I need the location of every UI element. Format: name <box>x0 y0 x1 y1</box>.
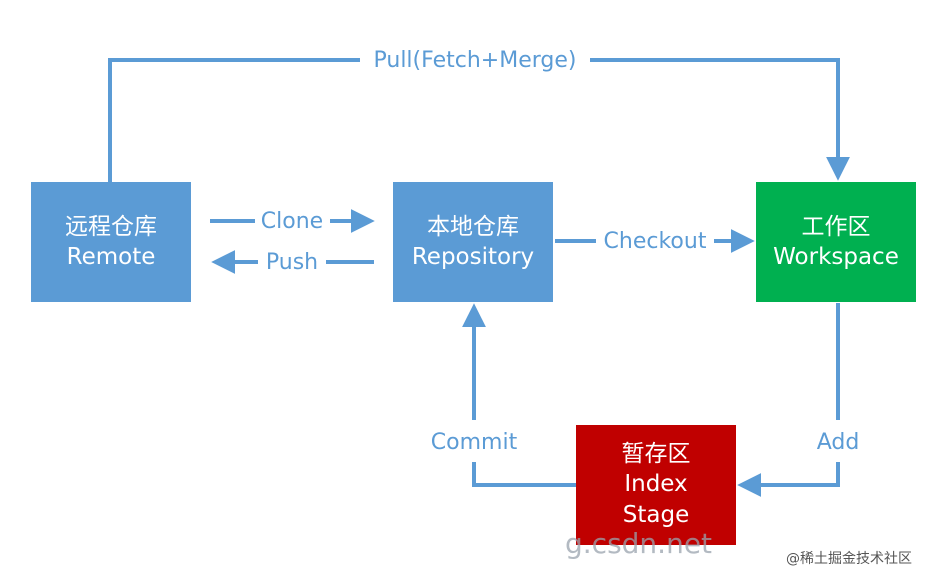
checkout-label: Checkout <box>604 229 707 254</box>
watermark-badge: @稀土掘金技术社区 <box>786 551 912 567</box>
workspace-title-cn: 工作区 <box>802 214 871 240</box>
index-title-cn: 暂存区 <box>622 441 691 467</box>
commit-label: Commit <box>431 430 518 455</box>
add-arrow <box>742 303 840 485</box>
repository-title-cn: 本地仓库 <box>427 214 519 240</box>
pull-label: Pull(Fetch+Merge) <box>374 48 577 73</box>
index-title-en: Index <box>624 471 687 497</box>
workspace-title-en: Workspace <box>773 244 899 270</box>
workspace-node: 工作区 Workspace <box>756 182 916 302</box>
watermark-main: g.csdn.net <box>565 527 712 560</box>
clone-label: Clone <box>261 209 323 234</box>
add-label: Add <box>817 430 860 455</box>
repository-node: 本地仓库 Repository <box>393 182 553 302</box>
commit-arrow <box>474 308 577 487</box>
remote-title-cn: 远程仓库 <box>65 214 157 240</box>
remote-title-en: Remote <box>67 244 156 270</box>
repository-title-en: Repository <box>412 244 534 270</box>
pull-arrow <box>108 58 838 182</box>
index-node: 暂存区 Index Stage <box>576 425 736 545</box>
remote-node: 远程仓库 Remote <box>31 182 191 302</box>
index-title-stage: Stage <box>623 502 689 528</box>
push-label: Push <box>266 250 318 275</box>
